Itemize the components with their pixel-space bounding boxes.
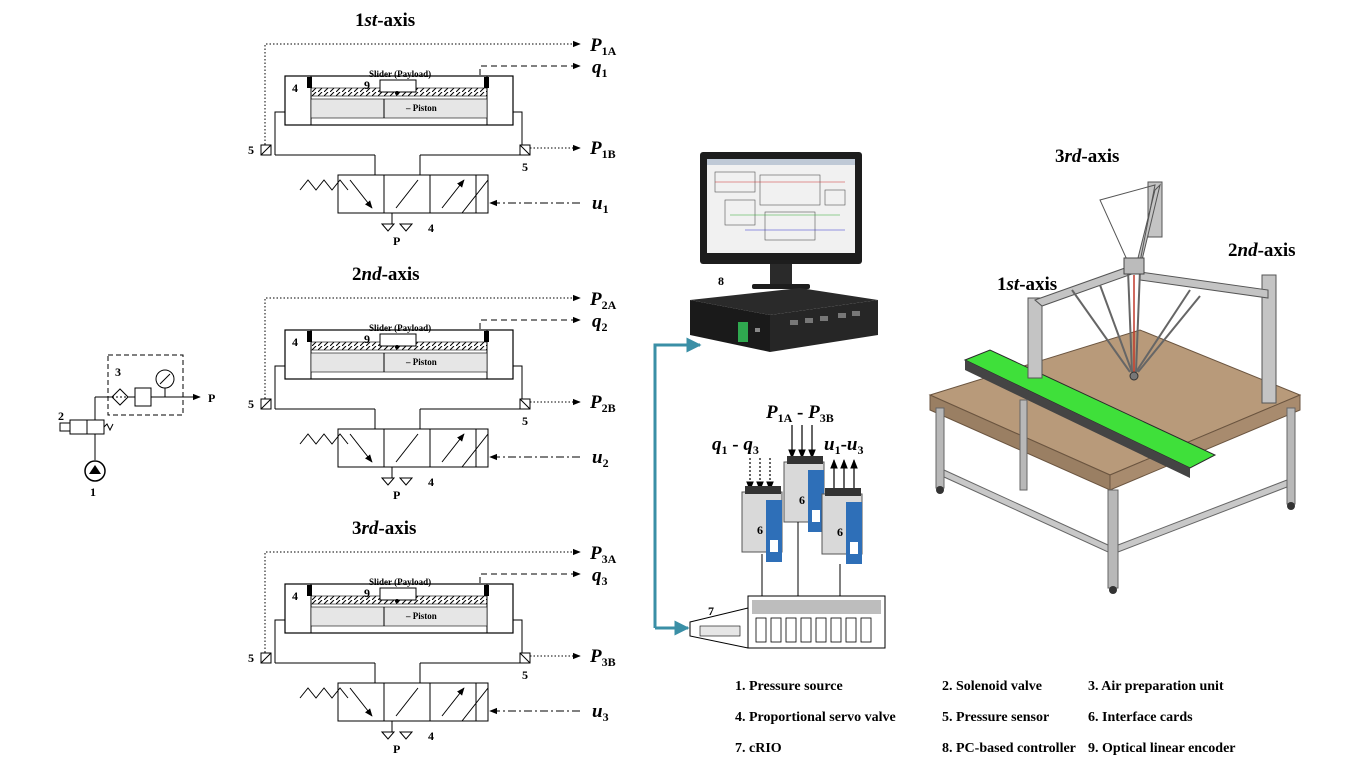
slider-label-3: Slider (Payload) <box>369 577 431 587</box>
interface-card-1: 6 <box>741 486 783 562</box>
supply-output-label: P <box>208 391 215 405</box>
piston-label-3: – Piston <box>405 611 437 621</box>
pressure-a-label-3: P3A <box>589 543 617 566</box>
legend-item-5: 5. Pressure sensor <box>942 710 1049 725</box>
position-q-label-1: q1 <box>592 57 608 80</box>
supply-label-2: P <box>393 488 400 502</box>
number-9: 9 <box>364 586 370 600</box>
legend-item-7: 7. cRIO <box>735 741 782 756</box>
interface-card-3: 6 <box>821 488 863 564</box>
number-4: 4 <box>428 221 434 235</box>
number-9: 9 <box>364 332 370 346</box>
axis-2-circuit: 2nd-axis P2A q2 Slider (Payload) – Pisto… <box>248 264 617 502</box>
pressure-b-label-3: P3B <box>589 646 616 669</box>
air-supply-unit: 3 P 2 1 <box>58 354 215 499</box>
crio-chassis: 7 <box>689 595 886 649</box>
position-q-label-2: q2 <box>592 311 608 334</box>
supply-label-1: P <box>393 234 400 248</box>
number-4: 4 <box>292 589 298 603</box>
number-1: 1 <box>90 485 96 499</box>
number-4: 4 <box>292 335 298 349</box>
interface-cards: P1A - P3B q1 - q3 u1-u3 6 <box>712 402 863 609</box>
number-6: 6 <box>757 523 763 537</box>
axis-3-circuit: 3rd-axis P3A q3 Slider (Payload) – Pisto… <box>248 518 617 756</box>
legend-item-6: 6. Interface cards <box>1088 710 1193 725</box>
legend-item-1: 1. Pressure source <box>735 679 843 694</box>
legend-item-3: 3. Air preparation unit <box>1088 679 1224 694</box>
legend-item-4: 4. Proportional servo valve <box>735 710 896 725</box>
number-6: 6 <box>799 493 805 507</box>
number-5: 5 <box>522 668 528 682</box>
number-5: 5 <box>248 143 254 157</box>
robot-axis-1-label: 1st-axis <box>997 274 1057 295</box>
axis-1-title: 1st-axis <box>355 10 415 31</box>
pressure-b-label-1: P1B <box>589 138 616 161</box>
pressure-a-label-2: P2A <box>589 289 617 312</box>
slider-label-2: Slider (Payload) <box>369 323 431 333</box>
number-4: 4 <box>428 729 434 743</box>
position-range-label: q1 - q3 <box>712 434 759 457</box>
legend: 1. Pressure source 2. Solenoid valve 3. … <box>735 679 1236 756</box>
axis-2-title: 2nd-axis <box>352 264 420 285</box>
number-4: 4 <box>292 81 298 95</box>
position-q-label-3: q3 <box>592 565 608 588</box>
control-u-label-2: u2 <box>592 447 609 470</box>
axis-3-title: 3rd-axis <box>352 518 416 539</box>
number-7: 7 <box>708 604 714 618</box>
number-2: 2 <box>58 409 64 423</box>
control-range-label: u1-u3 <box>824 434 863 457</box>
pressure-a-label-1: P1A <box>589 35 617 58</box>
number-6: 6 <box>837 525 843 539</box>
interface-card-2: 6 <box>783 456 825 532</box>
number-5: 5 <box>248 651 254 665</box>
axis-1-circuit: 1st-axis P1A q1 Slider (Payload) – Pisto… <box>248 10 617 248</box>
number-5: 5 <box>522 414 528 428</box>
number-3: 3 <box>115 365 121 379</box>
control-u-label-3: u3 <box>592 701 609 724</box>
pc-controller: 8 <box>690 152 878 352</box>
delta-robot: 3rd-axis 2nd-axis 1st-axis <box>928 146 1302 594</box>
legend-item-9: 9. Optical linear encoder <box>1088 741 1236 756</box>
legend-item-8: 8. PC-based controller <box>942 741 1076 756</box>
piston-label-1: – Piston <box>405 103 437 113</box>
number-9: 9 <box>364 78 370 92</box>
number-8: 8 <box>718 274 724 288</box>
robot-axis-2-label: 2nd-axis <box>1228 240 1296 261</box>
controller-link-arrow <box>653 337 702 628</box>
slider-label-1: Slider (Payload) <box>369 69 431 79</box>
number-5: 5 <box>522 160 528 174</box>
number-4: 4 <box>428 475 434 489</box>
piston-label-2: – Piston <box>405 357 437 367</box>
pressure-range-label: P1A - P3B <box>765 402 834 425</box>
number-5: 5 <box>248 397 254 411</box>
control-u-label-1: u1 <box>592 193 609 216</box>
supply-label-3: P <box>393 742 400 756</box>
legend-item-2: 2. Solenoid valve <box>942 679 1042 694</box>
robot-axis-3-label: 3rd-axis <box>1055 146 1119 167</box>
pressure-b-label-2: P2B <box>589 392 616 415</box>
